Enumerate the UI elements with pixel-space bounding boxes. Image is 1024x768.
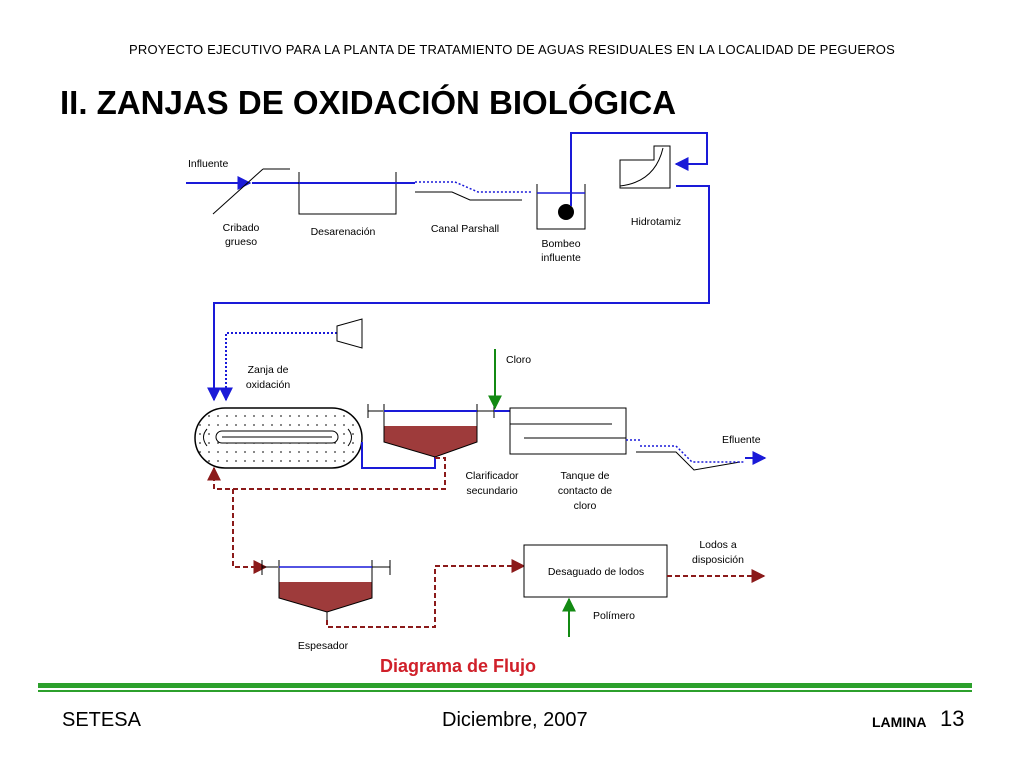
page-header: PROYECTO EJECUTIVO PARA LA PLANTA DE TRA… [129,42,895,57]
parshall-water-line [415,181,532,193]
label-polimero: Polímero [593,610,635,622]
label-desaguado: Desaguado de lodos [548,566,644,578]
footer-date: Diciembre, 2007 [442,709,588,731]
footer-company: SETESA [62,709,141,731]
label-bombeo-1: Bombeo [541,238,580,250]
oxidation-ditch [194,407,363,469]
label-cribado-1: Cribado [223,222,260,234]
label-zanja-2: oxidación [246,379,291,391]
coarse-screen [212,168,290,215]
parshall-flume [415,191,522,201]
blower-icon [336,318,363,349]
pump-well [536,184,586,230]
label-clarificador-2: secundario [466,485,518,497]
footer-lamina-label: LAMINA [872,714,927,730]
chlorine-contact-tank [509,407,627,455]
clarifier-sludge-return-line [207,457,446,490]
footer-rule-thick [38,683,972,688]
label-tanque-3: cloro [574,500,597,512]
label-cribado-2: grueso [225,236,257,248]
hydrosieve-outlet-line [207,185,710,402]
label-clarificador-1: Clarificador [465,470,519,482]
label-espesador: Espesador [298,640,349,652]
thickener-to-dewatering-line [326,559,526,628]
hydrosieve [619,145,671,189]
effluent-flume [636,451,741,471]
label-desarenacion: Desarenación [311,226,376,238]
label-influente: Influente [188,158,228,170]
aerator-air-line [219,332,337,402]
grit-chamber [298,172,397,215]
footer-rule-thin [38,690,972,692]
effluent-water-line [640,445,745,463]
sludge-dewatering-box [523,544,668,598]
label-cloro: Cloro [506,354,531,366]
label-hidrotamiz: Hidrotamiz [631,216,681,228]
label-lodos-1: Lodos a [699,539,737,551]
label-canal-parshall: Canal Parshall [431,223,499,235]
pump-icon [558,204,574,220]
label-lodos-2: disposición [692,554,744,566]
label-tanque-2: contacto de [558,485,612,497]
label-efluente: Efluente [722,434,761,446]
label-zanja-1: Zanja de [248,364,289,376]
pump-discharge-line [570,132,708,206]
label-bombeo-2: influente [541,252,581,264]
label-tanque-1: Tanque de [560,470,609,482]
footer-page-number: 13 [940,706,965,731]
waste-sludge-line [232,489,268,574]
thickener [261,560,391,620]
page-title: II. ZANJAS DE OXIDACIÓN BIOLÓGICA [60,84,677,121]
diagram-caption: Diagrama de Flujo [380,656,537,676]
